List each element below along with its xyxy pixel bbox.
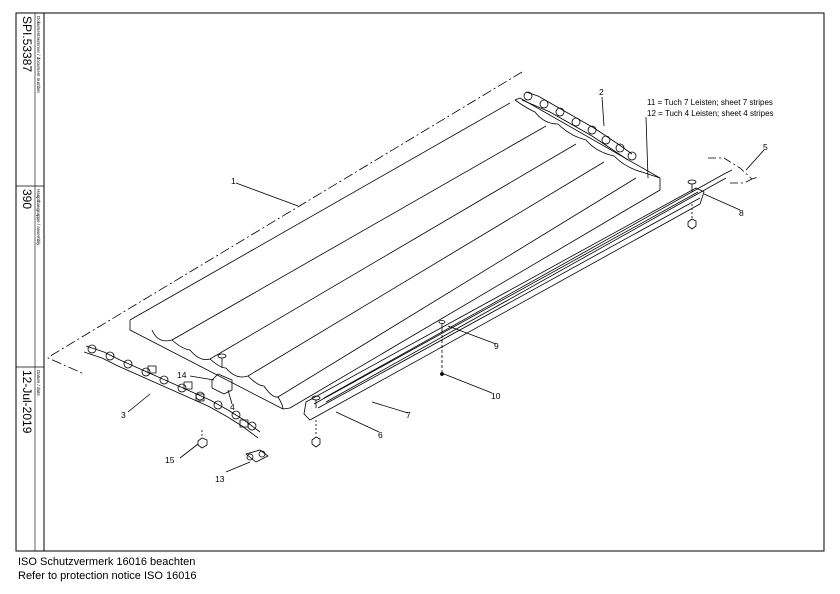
note-line-2: 12 = Tuch 4 Leisten; sheet 4 stripes bbox=[647, 109, 774, 118]
callout-9: 9 bbox=[494, 341, 499, 351]
rail-assembly bbox=[303, 169, 733, 448]
bracket-14 bbox=[211, 353, 233, 395]
callout-5: 5 bbox=[763, 142, 768, 152]
callout-15: 15 bbox=[165, 455, 175, 465]
footer-line-2: Refer to protection notice ISO 16016 bbox=[18, 570, 197, 582]
document-number: SPI.53387 bbox=[20, 16, 34, 73]
exploded-view bbox=[47, 71, 765, 473]
envelope-line-upper bbox=[47, 71, 523, 374]
callout-1: 1 bbox=[231, 176, 236, 186]
callout-2: 2 bbox=[599, 87, 604, 97]
assembly-number: 390 bbox=[20, 189, 34, 210]
note-line-1: 11 = Tuch 7 Leisten; sheet 7 stripes bbox=[647, 98, 773, 107]
document-number-label: Dokumentnummer / document number bbox=[36, 16, 41, 94]
chain-lower bbox=[83, 344, 261, 439]
date-value: 12-Jul-2019 bbox=[20, 370, 34, 434]
drawing-border bbox=[15, 12, 825, 552]
callout-13: 13 bbox=[215, 474, 225, 484]
nut-15 bbox=[197, 430, 208, 449]
callout-4: 4 bbox=[230, 402, 235, 412]
date-label: Datum / date bbox=[36, 370, 41, 396]
chain-upper bbox=[521, 91, 637, 161]
callout-6: 6 bbox=[378, 430, 383, 440]
envelope-line-right bbox=[708, 157, 759, 180]
envelope-line-right-2 bbox=[730, 178, 753, 184]
callout-14: 14 bbox=[177, 370, 187, 380]
callout-3: 3 bbox=[121, 410, 126, 420]
chain-link-13 bbox=[245, 449, 269, 463]
callout-8: 8 bbox=[739, 208, 744, 218]
callout-10: 10 bbox=[491, 391, 501, 401]
ribbed-sheet bbox=[129, 97, 661, 410]
assembly-label: Hauptbaugruppe / assembly bbox=[36, 189, 41, 246]
callout-7: 7 bbox=[406, 410, 411, 420]
footer-line-1: ISO Schutzvermerk 16016 beachten bbox=[18, 556, 196, 568]
screw-9 bbox=[438, 320, 446, 376]
